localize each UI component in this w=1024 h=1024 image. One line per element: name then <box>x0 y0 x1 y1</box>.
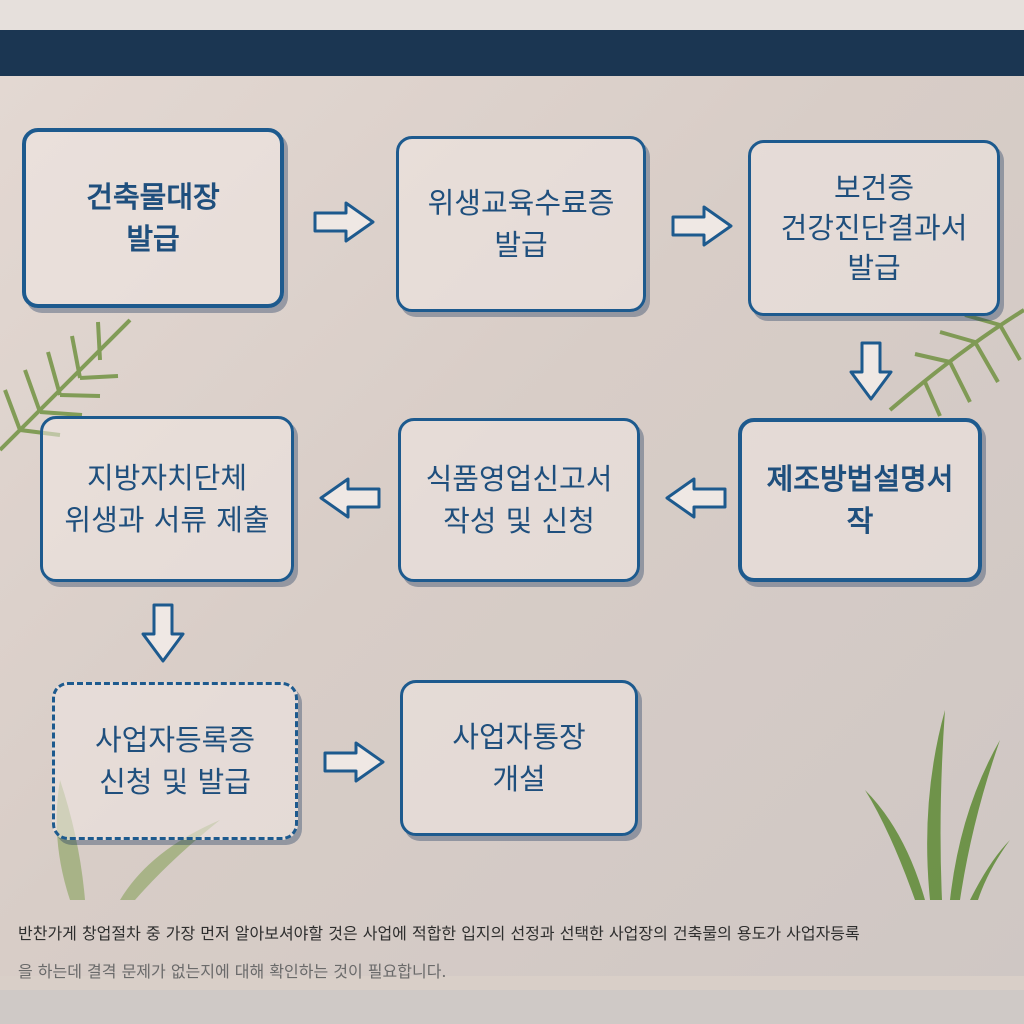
arrow-right-icon <box>313 201 375 243</box>
step-line: 발급 <box>494 228 548 262</box>
step-line: 위생과 서류 제출 <box>64 503 270 537</box>
grass-right-icon <box>865 710 1010 900</box>
step-hygiene-certificate: 위생교육수료증 발급 <box>396 136 646 312</box>
caption-line-2: 을 하는데 결격 문제가 없는지에 대해 확인하는 것이 필요합니다. <box>18 962 447 981</box>
step-line: 건강진단결과서 <box>780 211 968 245</box>
arrow-down-icon <box>849 341 893 401</box>
arrow-right-icon <box>671 205 733 247</box>
step-line: 식품영업신고서 <box>425 462 613 496</box>
step-line: 제조방법설명서 <box>766 462 954 496</box>
step-line: 사업자등록증 <box>94 723 256 757</box>
top-strip <box>0 0 1024 30</box>
step-line: 위생교육수료증 <box>427 186 615 220</box>
step-line: 신청 및 발급 <box>99 765 251 799</box>
step-local-government-submission: 지방자치단체 위생과 서류 제출 <box>40 416 294 582</box>
step-line: 발급 <box>847 251 901 285</box>
step-food-business-report: 식품영업신고서 작성 및 신청 <box>398 418 640 582</box>
bottom-bar <box>0 990 1024 1024</box>
step-line: 사업자통장 <box>452 720 586 754</box>
step-line: 발급 <box>126 222 180 256</box>
step-business-registration: 사업자등록증 신청 및 발급 <box>52 682 298 840</box>
arrow-left-icon <box>319 477 381 519</box>
step-building-register: 건축물대장 발급 <box>22 128 284 308</box>
step-line: 지방자치단체 <box>86 461 248 495</box>
caption-line-1: 반찬가게 창업절차 중 가장 먼저 알아보셔야할 것은 사업에 적합한 입지의 … <box>18 924 860 943</box>
arrow-down-icon <box>141 603 185 663</box>
arrow-right-icon <box>323 741 385 783</box>
step-health-certificate: 보건증 건강진단결과서 발급 <box>748 140 1000 316</box>
step-manufacturing-description: 제조방법설명서 작 <box>738 418 982 582</box>
leaf-right-icon <box>888 308 1024 417</box>
step-line: 작 <box>846 504 874 538</box>
step-line: 건축물대장 <box>86 180 220 214</box>
step-line: 개설 <box>492 762 546 796</box>
step-business-account: 사업자통장 개설 <box>400 680 638 836</box>
step-line: 보건증 <box>833 171 915 205</box>
arrow-left-icon <box>665 477 727 519</box>
step-line: 작성 및 신청 <box>443 504 595 538</box>
header-banner <box>0 30 1024 76</box>
